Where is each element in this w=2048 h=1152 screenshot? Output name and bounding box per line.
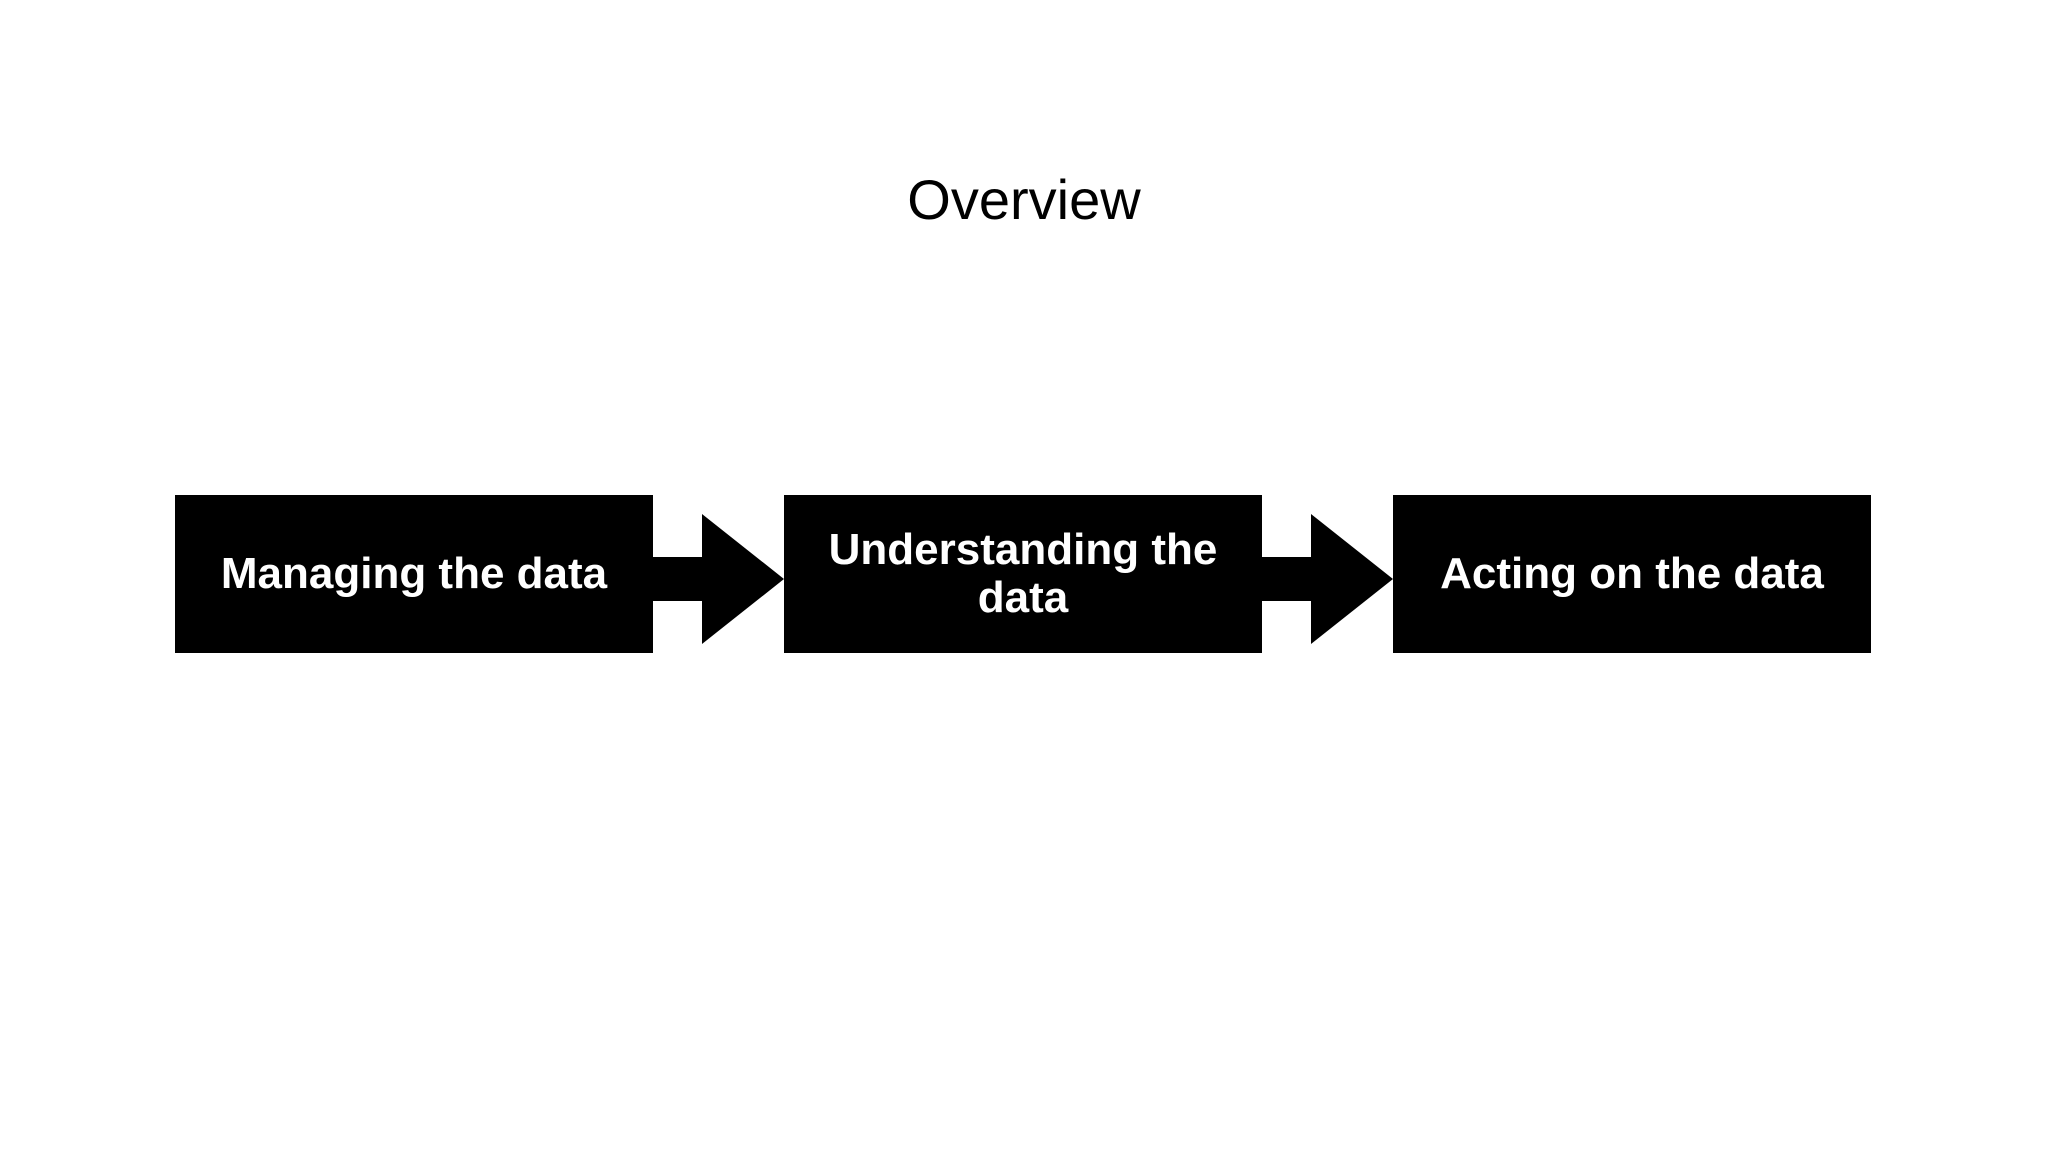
flow-step-label: Acting on the data [1440,548,1824,598]
flow-step-understanding-the-data: Understanding the data [784,495,1262,653]
flow-step-managing-the-data: Managing the data [175,495,653,653]
arrow-right-icon [653,514,784,644]
process-flow: Managing the data Understanding the data… [175,495,1871,653]
slide-title: Overview [907,168,1141,231]
flow-step-acting-on-the-data: Acting on the data [1393,495,1871,653]
flow-step-label: Managing the data [220,548,608,598]
flow-step-label: Understanding the data [828,524,1218,622]
arrow-right-icon [1262,514,1393,644]
